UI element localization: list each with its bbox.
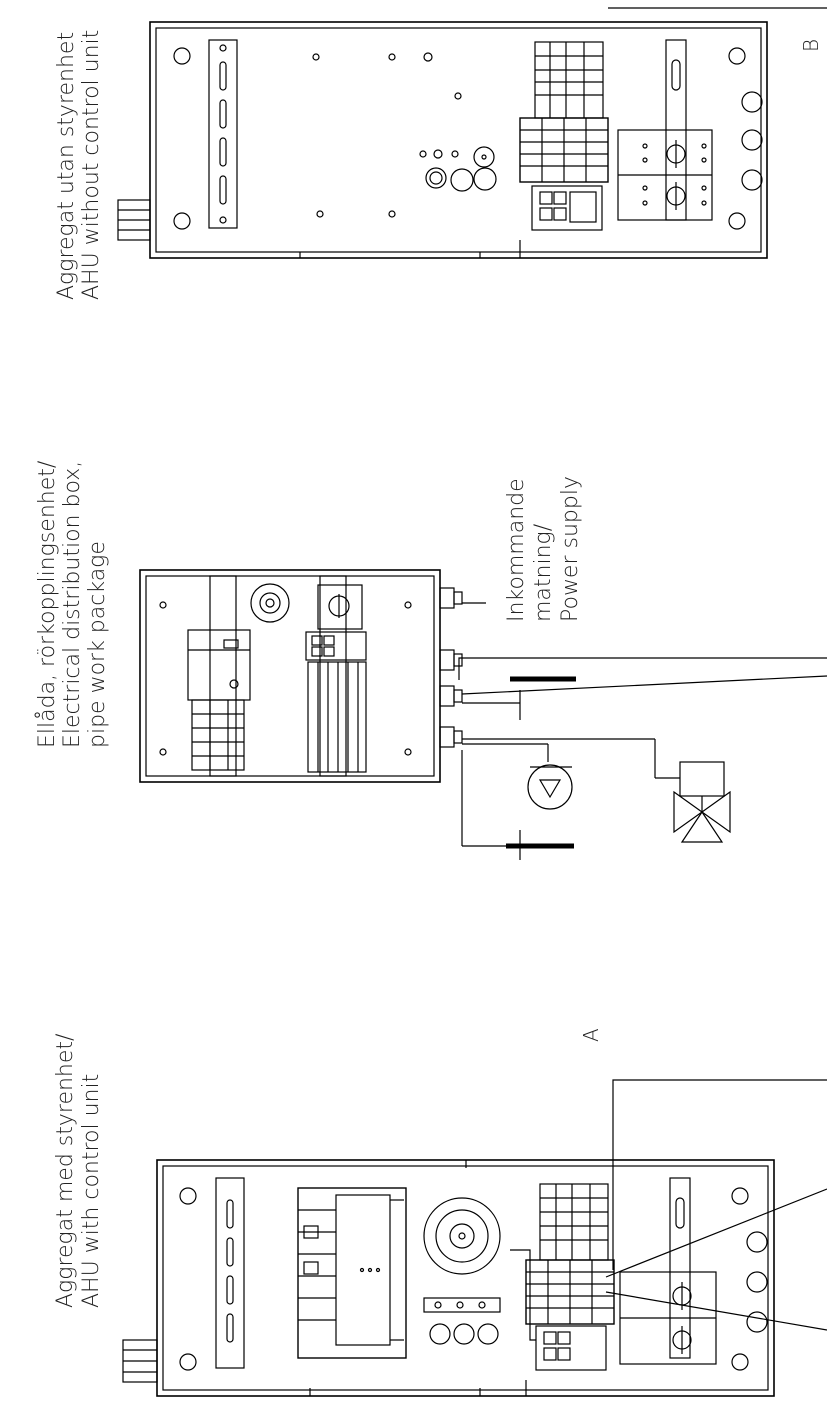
three-way-valve-symbol <box>673 761 731 843</box>
pump-symbol <box>527 764 573 810</box>
box-line2: Electrical distribution box, <box>60 461 85 748</box>
box-line1: Ellåda, rörkopplingsenhet/ <box>35 460 60 748</box>
ahu-with-control-unit <box>122 1159 775 1397</box>
box-line3: pipe work package <box>85 541 110 748</box>
marker-b: B <box>799 39 823 52</box>
ahu-without-line1: Aggregat utan styrenhet <box>54 32 79 300</box>
power-line1: Inkommande <box>504 478 529 622</box>
ahu-without-line2: AHU without control unit <box>79 30 104 300</box>
ahu-without-control-unit <box>117 21 768 259</box>
label-distribution-box: Ellåda, rörkopplingsenhet/ Electrical di… <box>35 460 110 748</box>
label-power-supply: Inkommande matning/ Power supply <box>504 476 583 622</box>
label-ahu-with: Aggregat med styrenhet/ AHU with control… <box>53 1033 104 1308</box>
ahu-with-line2: AHU with control unit <box>79 1074 104 1308</box>
wire-b <box>458 7 827 680</box>
ahu-with-line1: Aggregat med styrenhet/ <box>53 1033 78 1308</box>
power-line3: Power supply <box>558 476 583 622</box>
marker-a: A <box>579 1028 603 1042</box>
external-wiring <box>461 602 827 860</box>
electrical-distribution-box <box>139 569 463 783</box>
power-line2: matning/ <box>531 523 556 622</box>
label-ahu-without: Aggregat utan styrenhet AHU without cont… <box>54 30 104 300</box>
